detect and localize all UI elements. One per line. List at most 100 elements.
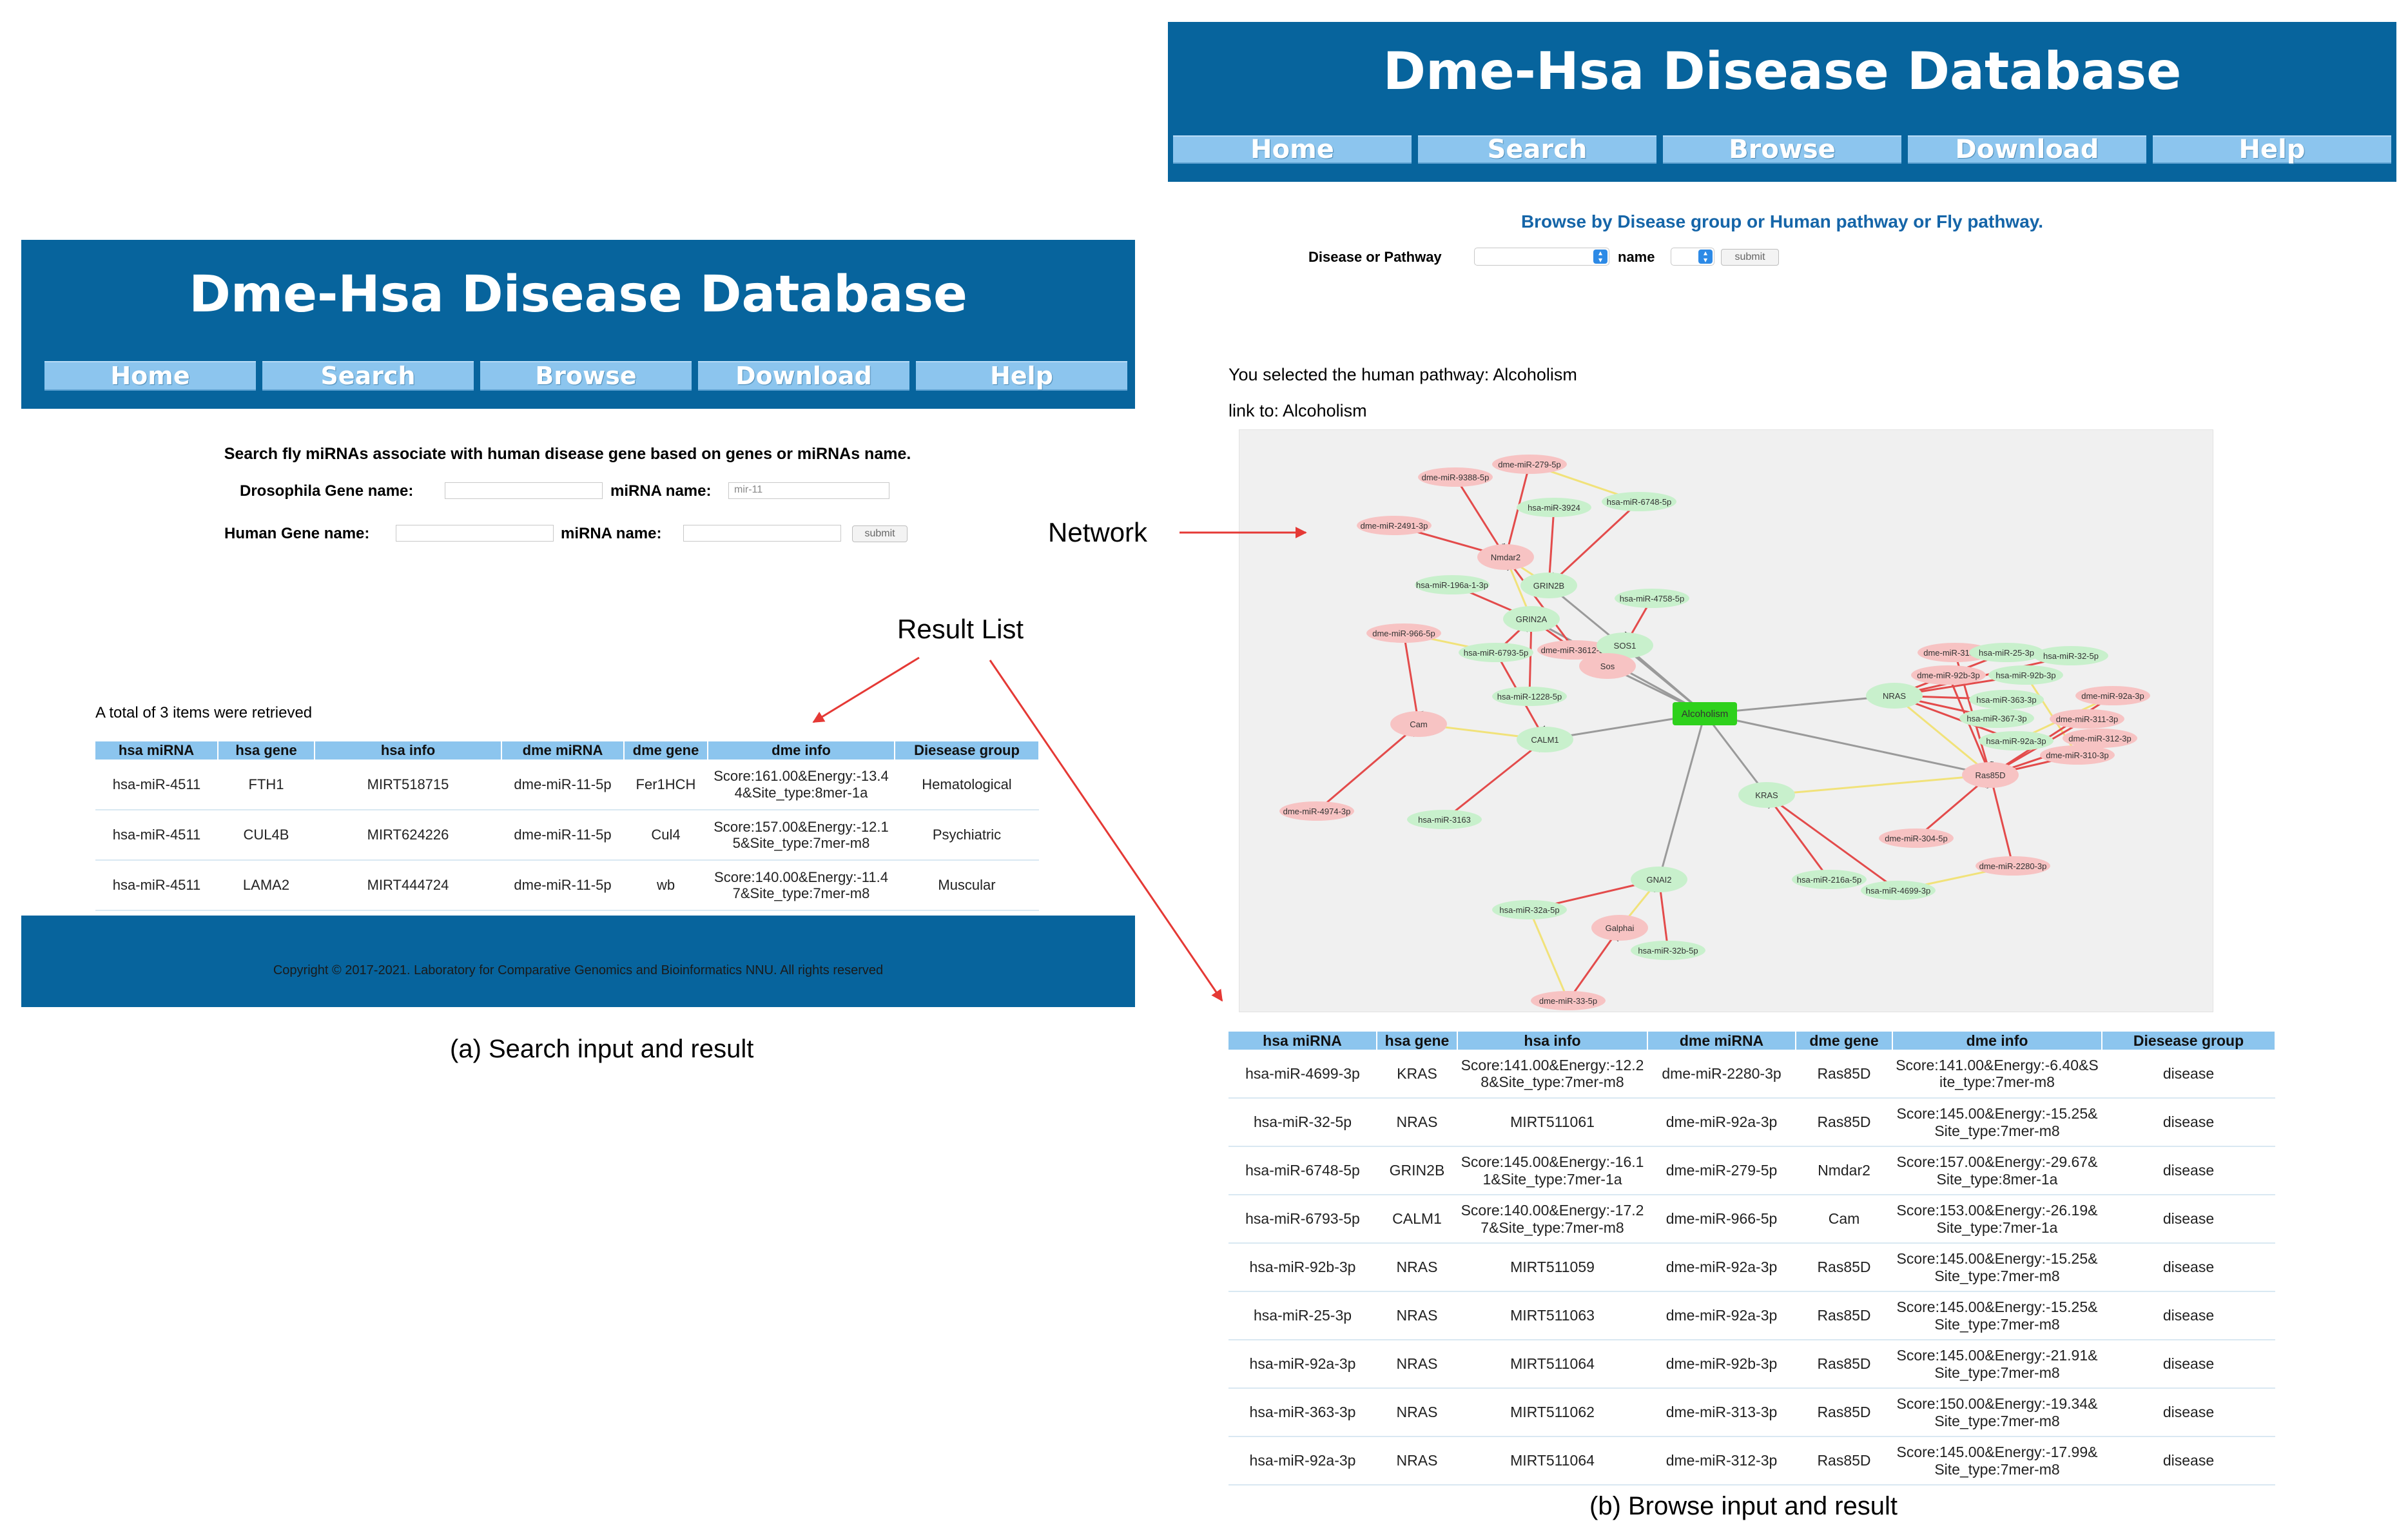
network-node[interactable]: hsa-miR-92b-3p <box>1988 665 2063 685</box>
network-node[interactable]: dme-miR-92a-3p <box>2075 686 2150 705</box>
network-node[interactable]: KRAS <box>1738 782 1795 808</box>
network-node[interactable]: NRAS <box>1866 683 1923 709</box>
browse-table-header: hsa miRNA hsa gene hsa info dme miRNA dm… <box>1228 1032 2276 1050</box>
network-node-label: hsa-miR-196a-1-3p <box>1416 580 1488 590</box>
network-node[interactable]: hsa-miR-196a-1-3p <box>1415 575 1490 594</box>
col-hsa-mirna: hsa miRNA <box>95 741 218 760</box>
cell: Score:150.00&Energy:-19.34&Site_type:7me… <box>1892 1388 2102 1437</box>
network-node[interactable]: dme-miR-312-3p <box>2063 729 2137 748</box>
cell: Fer1HCH <box>624 760 708 810</box>
network-node[interactable]: dme-miR-9388-5p <box>1418 467 1493 487</box>
network-node[interactable]: Nmdar2 <box>1477 544 1534 570</box>
network-node[interactable]: SOS1 <box>1597 632 1653 658</box>
cell: hsa-miR-363-3p <box>1228 1388 1377 1437</box>
col-hsa-info: hsa info <box>1457 1032 1648 1050</box>
network-node-label: hsa-miR-4699-3p <box>1866 886 1930 896</box>
network-edge-target <box>1454 476 1507 558</box>
network-node[interactable]: hsa-miR-25-3p <box>1969 643 2044 662</box>
nav-help[interactable]: Help <box>2153 135 2391 164</box>
network-edge-target <box>1403 632 1424 726</box>
cell: dme-miR-11-5p <box>501 860 624 911</box>
network-node[interactable]: hsa-miR-32a-5p <box>1492 900 1567 919</box>
network-node[interactable]: GNAI2 <box>1631 867 1687 892</box>
network-node[interactable]: CALM1 <box>1517 727 1573 752</box>
network-node[interactable]: Cam <box>1390 711 1447 737</box>
cell: dme-miR-92a-3p <box>1647 1243 1796 1292</box>
network-node[interactable]: dme-miR-33-5p <box>1531 991 1606 1010</box>
network-edge-pathway <box>1704 712 1991 776</box>
network-node[interactable]: GRIN2A <box>1503 606 1560 632</box>
search-submit-button[interactable]: submit <box>852 525 908 542</box>
col-dme-mirna: dme miRNA <box>501 741 625 760</box>
network-node[interactable]: hsa-miR-3924 <box>1517 498 1591 517</box>
nav-help[interactable]: Help <box>916 361 1127 391</box>
network-node[interactable]: dme-miR-4974-3p <box>1279 801 1354 821</box>
nav-browse[interactable]: Browse <box>1663 135 1901 164</box>
network-node[interactable]: dme-miR-279-5p <box>1492 455 1567 474</box>
human-gene-input[interactable] <box>396 525 554 542</box>
network-node[interactable]: hsa-miR-363-3p <box>1969 690 2044 709</box>
network-node-label: dme-miR-310-3p <box>2046 750 2109 760</box>
network-node[interactable]: dme-miR-2491-3p <box>1357 516 1432 535</box>
cell: Score:157.00&Energy:-29.67&Site_type:8me… <box>1892 1146 2102 1195</box>
cell: dme-miR-92a-3p <box>1647 1098 1796 1147</box>
network-node[interactable]: hsa-miR-6793-5p <box>1459 643 1533 662</box>
network-node-label: dme-miR-92a-3p <box>2081 691 2144 701</box>
nav-download[interactable]: Download <box>698 361 909 391</box>
network-node[interactable]: hsa-miR-1228-5p <box>1492 687 1567 706</box>
cell: Score:161.00&Energy:-13.44&Site_type:8me… <box>708 760 895 810</box>
cell: hsa-miR-92b-3p <box>1228 1243 1377 1292</box>
cell: Ras85D <box>1796 1098 1892 1147</box>
nav-download[interactable]: Download <box>1908 135 2146 164</box>
network-node[interactable]: hsa-miR-32-5p <box>2034 646 2108 665</box>
network-node[interactable]: hsa-miR-4699-3p <box>1861 881 1936 900</box>
network-node[interactable]: hsa-miR-92a-3p <box>1979 731 2054 750</box>
network-node[interactable]: Ras85D <box>1962 762 2019 788</box>
network-node[interactable]: Galphai <box>1591 915 1648 941</box>
network-node-label: hsa-miR-3924 <box>1528 503 1580 513</box>
col-dme-info: dme info <box>708 741 895 760</box>
network-edge-target <box>1947 674 1992 776</box>
network-node-label: dme-miR-312-3p <box>2068 734 2131 743</box>
network-node[interactable]: hsa-miR-3163 <box>1407 810 1482 829</box>
cell: MIRT511064 <box>1457 1436 1647 1485</box>
network-node[interactable]: dme-miR-966-5p <box>1366 623 1441 643</box>
network-node[interactable]: hsa-miR-367-3p <box>1959 709 2034 728</box>
network-center-node[interactable]: Alcoholism <box>1673 702 1737 725</box>
network-node-label: Cam <box>1410 720 1427 729</box>
network-node-label: hsa-miR-32b-5p <box>1638 946 1698 956</box>
browse-submit-button[interactable]: submit <box>1721 249 1779 266</box>
browse-navbar: Home Search Browse Download Help <box>1173 135 2391 164</box>
human-mirna-input[interactable] <box>683 525 841 542</box>
network-edge-target <box>1986 773 2014 867</box>
network-node[interactable]: hsa-miR-6748-5p <box>1602 492 1676 511</box>
nav-browse[interactable]: Browse <box>480 361 692 391</box>
network-node[interactable]: dme-miR-92b-3p <box>1911 665 1986 685</box>
drosophila-gene-input[interactable] <box>445 482 603 499</box>
cell: Cul4 <box>624 810 708 861</box>
network-node[interactable]: dme-miR-3612-5p <box>1537 640 1612 660</box>
nav-search[interactable]: Search <box>1418 135 1656 164</box>
network-node-label: NRAS <box>1883 691 1906 701</box>
network-node[interactable]: hsa-miR-216a-5p <box>1792 870 1867 889</box>
pathway-link[interactable]: link to: Alcoholism <box>1228 401 1367 420</box>
network-node[interactable]: GRIN2B <box>1520 573 1577 598</box>
cell: MIRT511059 <box>1457 1243 1647 1292</box>
nav-home[interactable]: Home <box>1173 135 1412 164</box>
network-node[interactable]: Sos <box>1579 653 1636 679</box>
cell: Score:140.00&Energy:-17.27&Site_type:7me… <box>1457 1195 1647 1244</box>
disease-pathway-select[interactable]: ▴▾ <box>1474 248 1609 266</box>
network-node[interactable]: dme-miR-310-3p <box>2040 745 2115 765</box>
network-node-label: hsa-miR-92a-3p <box>1986 736 2046 746</box>
name-select[interactable]: ▴▾ <box>1671 248 1714 266</box>
network-node[interactable]: dme-miR-304-5p <box>1879 828 1954 848</box>
network-node[interactable]: dme-miR-2280-3p <box>1976 856 2050 876</box>
drosophila-mirna-input[interactable]: mir-11 <box>728 482 889 499</box>
nav-search[interactable]: Search <box>262 361 474 391</box>
network-node-label: hsa-miR-32-5p <box>2043 651 2099 661</box>
nav-home[interactable]: Home <box>44 361 256 391</box>
network-node[interactable]: dme-miR-311-3p <box>2050 709 2124 729</box>
network-node[interactable]: hsa-miR-4758-5p <box>1615 589 1689 608</box>
network-node[interactable]: hsa-miR-32b-5p <box>1631 941 1705 960</box>
